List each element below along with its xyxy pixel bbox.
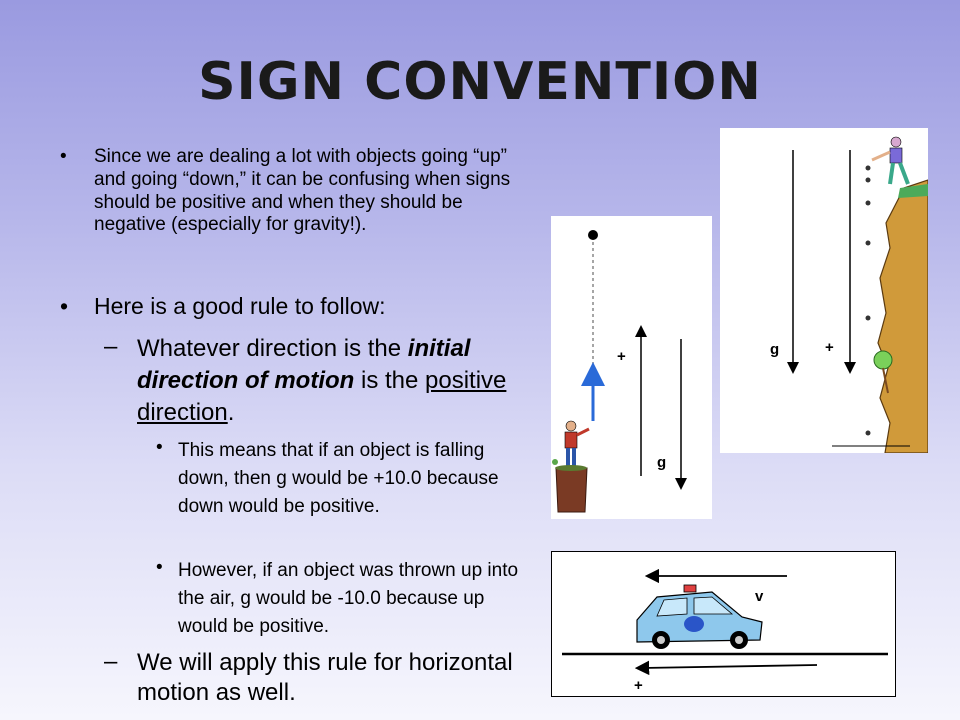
plus-label: + [825,339,834,356]
plus-label: + [634,677,643,694]
bullet-text: Since we are dealing a lot with objects … [94,146,511,236]
text-run: Whatever direction is the [137,335,408,362]
cliff-icon [877,179,928,453]
ball-icon [588,230,598,240]
bullet-mark: • [156,437,163,458]
underlined-text: positive direction [137,367,507,426]
slide-title: Sign Convention [198,52,762,112]
bullet-mark: • [156,557,163,578]
bullet-text: However, if an object was thrown up into… [178,560,519,637]
person-icon [871,136,910,185]
v-label: v [755,588,764,605]
bullet-mark: • [60,293,69,319]
bullet-text: Whatever direction is the initial direct… [137,333,557,429]
thrown-up-diagram: + g [551,216,712,519]
stump-icon [552,459,588,513]
positive-arrow [634,660,818,676]
bullet-list: • Since we are dealing a lot with object… [60,146,557,706]
dash-mark: – [104,648,118,675]
text-run: is the [354,367,426,394]
cliff-diagram: g + [720,128,928,453]
car-icon [636,584,763,649]
plus-label: + [617,348,626,365]
g-label: g [657,454,666,471]
falling-ball-trail [865,165,871,436]
emphasis-text: initial direction of motion [137,335,471,394]
g-label: g [770,341,779,358]
bullet-mark: • [60,146,67,167]
text-run: . [227,399,235,426]
tree-icon [873,350,893,394]
bullet-text: We will apply this rule for horizontal m… [137,649,513,706]
bullet-text: Here is a good rule to follow: [94,293,386,319]
bullet-text: This means that if an object is falling … [178,440,499,517]
dash-mark: – [104,333,118,360]
car-diagram: v + [551,551,896,697]
person-icon [564,420,590,468]
